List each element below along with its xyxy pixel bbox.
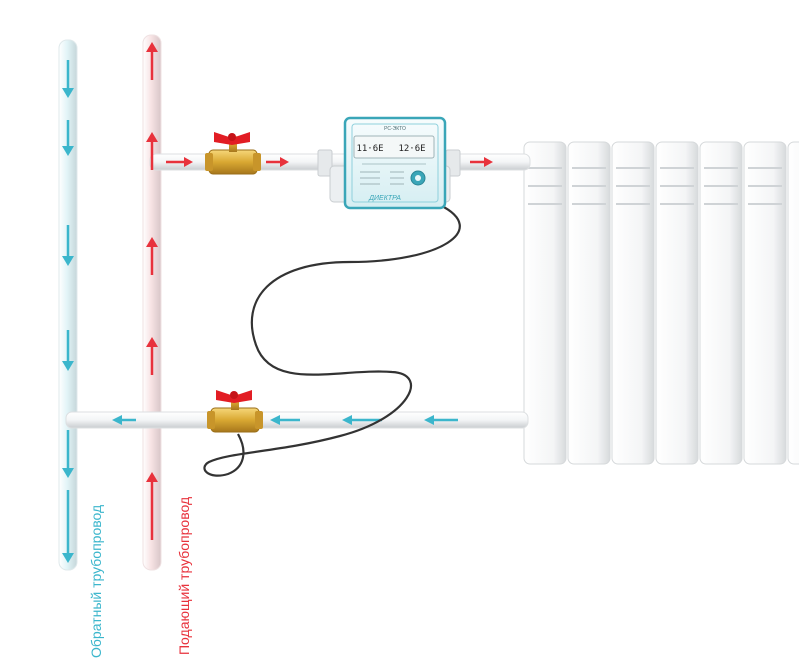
arrow-icon [62, 430, 74, 478]
meter-brand: ДИЕКТРА [368, 195, 401, 202]
arrow-icon [146, 337, 158, 375]
radiator-section [655, 141, 699, 465]
radiator-section [523, 141, 567, 465]
arrow-icon [62, 60, 74, 98]
arrow-icon [146, 237, 158, 275]
arrow-icon [342, 415, 382, 425]
radiator-section [611, 141, 655, 465]
radiator-section [699, 141, 743, 465]
arrow-icon [62, 120, 74, 156]
arrow-icon [470, 157, 493, 167]
radiator [523, 141, 799, 465]
supply-pipe-label: Подающий трубопровод [176, 496, 192, 655]
arrow-icon [62, 330, 74, 371]
meter-display-right: 12·6Е [398, 144, 425, 154]
return-flow-arrows [62, 60, 74, 563]
arrow-icon [62, 490, 74, 563]
meter-display-left: 11·6Е [356, 144, 383, 154]
return-pipe-label: Обратный трубопровод [88, 504, 104, 658]
arrow-icon [146, 472, 158, 540]
radiator-section [567, 141, 611, 465]
radiator-section [787, 141, 799, 465]
ball-valve-icon [205, 132, 261, 175]
arrow-icon [146, 132, 158, 170]
arrow-icon [146, 42, 158, 80]
arrow-icon [266, 157, 289, 167]
arrow-icon [62, 225, 74, 266]
meter-display [353, 135, 435, 159]
meter-model: РС-ЭКТО [384, 126, 406, 132]
meter-spec-lines [360, 171, 404, 185]
ball-valve-icon [207, 390, 263, 433]
return-riser [58, 39, 78, 571]
arrow-icon [166, 157, 193, 167]
supply-pipe-arrows [166, 157, 493, 167]
arrow-icon [424, 415, 458, 425]
return-pipe-arrows [112, 415, 458, 425]
arrow-icon [112, 415, 136, 425]
arrow-icon [270, 415, 300, 425]
radiator-section [743, 141, 787, 465]
heat-meter: РС-ЭКТО 11·6Е 12·6Е ДИЕКТРА [317, 116, 461, 210]
supply-flow-arrows [146, 42, 158, 540]
sensor-cable [203, 204, 461, 477]
